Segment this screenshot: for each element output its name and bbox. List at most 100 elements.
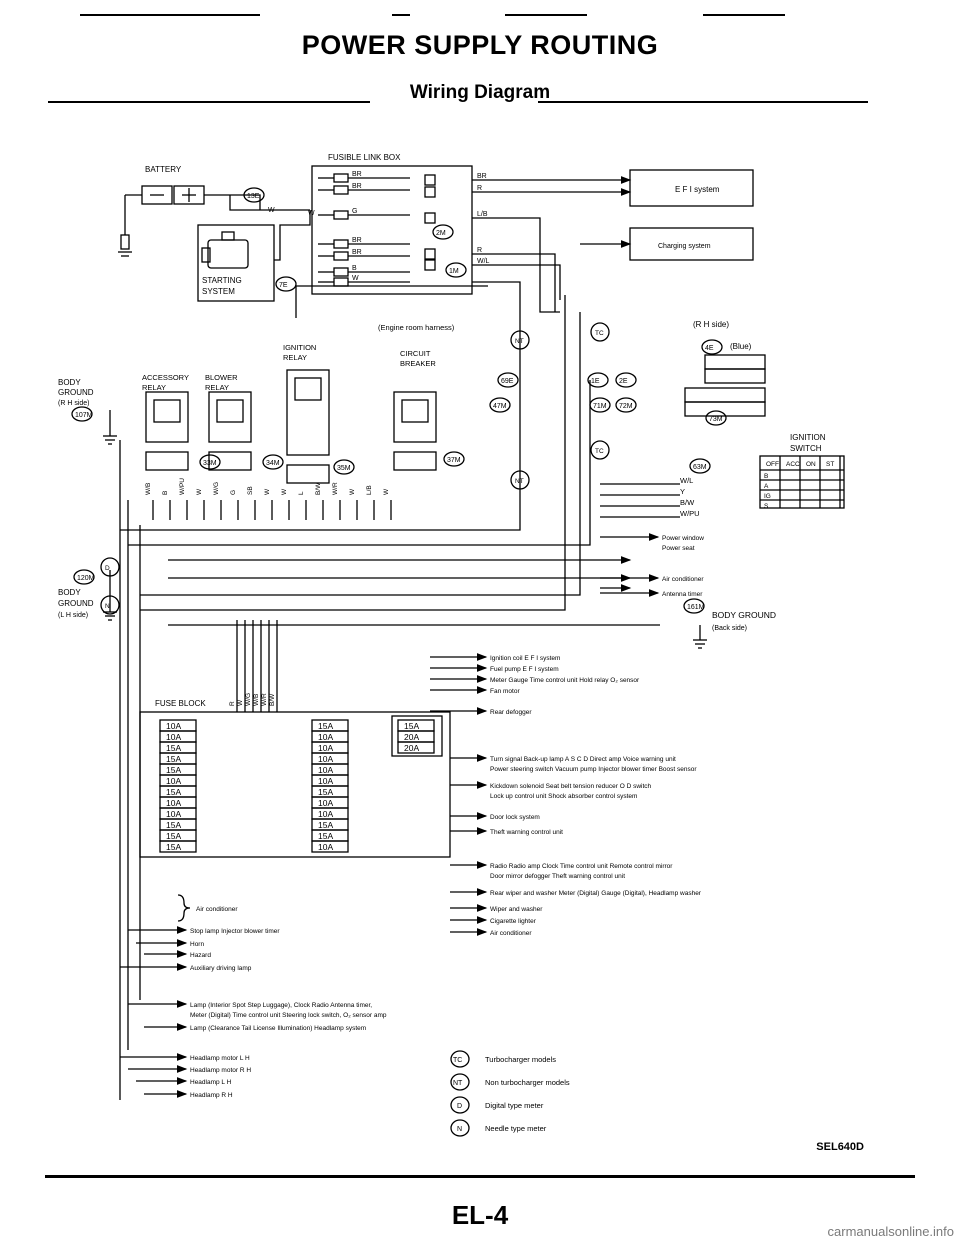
output-label: Radio Radio amp Clock Time control unit … bbox=[490, 863, 673, 870]
relay-label: RELAY bbox=[205, 383, 229, 392]
connector-35M bbox=[333, 459, 355, 475]
relay-box bbox=[208, 391, 252, 443]
switch-terminal-label: IG bbox=[764, 493, 771, 500]
body-ground-rh-label: (R H side) bbox=[58, 400, 90, 407]
fusible-link bbox=[333, 185, 349, 195]
wire-color-label: B/W bbox=[680, 498, 695, 507]
output-label: Headlamp motor L H bbox=[190, 1055, 250, 1062]
wire-color-label: BR bbox=[352, 183, 362, 190]
legend-symbol bbox=[450, 1119, 470, 1137]
efi-system-label: E F I system bbox=[675, 185, 720, 194]
relay-label: CIRCUIT bbox=[400, 349, 431, 358]
wire-color-label: G bbox=[352, 208, 357, 215]
rh-side-label: (R H side) bbox=[693, 320, 729, 329]
connector-label: 47M bbox=[493, 403, 507, 410]
wire-color-label: W/B bbox=[145, 483, 152, 495]
relay-label: BREAKER bbox=[400, 359, 436, 368]
blue-connector-label: (Blue) bbox=[730, 342, 752, 351]
fuse-rating: 10A bbox=[166, 732, 181, 742]
fuse-rating: 15A bbox=[318, 831, 333, 841]
fuse-rating: 15A bbox=[166, 765, 181, 775]
connector-label: 120M bbox=[77, 575, 95, 582]
connector-13E bbox=[243, 187, 265, 203]
legend-label: Turbocharger models bbox=[485, 1055, 556, 1064]
fuse-rating: 15A bbox=[318, 787, 333, 797]
wire-color-label: R bbox=[477, 185, 482, 192]
fuse-rating: 10A bbox=[318, 776, 333, 786]
page-number: EL-4 bbox=[451, 1200, 509, 1230]
output-label: Door lock system bbox=[490, 814, 540, 821]
wire-color-label: W/L bbox=[680, 476, 693, 485]
wire-color-label: B/W bbox=[269, 693, 276, 706]
body-ground-lh-label: BODY bbox=[58, 588, 81, 597]
output-label: Fuel pump E F I system bbox=[490, 666, 559, 673]
efi-system-box bbox=[629, 169, 754, 207]
fuse bbox=[311, 840, 349, 853]
wire-color-label: W/B bbox=[253, 694, 260, 706]
subtitle-rule-left bbox=[48, 101, 370, 103]
connector-2M bbox=[432, 224, 454, 240]
legend-symbol-text: NT bbox=[453, 1080, 463, 1087]
relay-box bbox=[145, 391, 189, 443]
fusible-link bbox=[333, 239, 349, 249]
subtitle-rule-right bbox=[538, 101, 868, 103]
connector-47M bbox=[489, 397, 511, 413]
connector-label: 72M bbox=[619, 403, 633, 410]
wire-color-label: W/PU bbox=[179, 478, 186, 495]
wire-color-label: R bbox=[229, 701, 236, 706]
legend-symbol-text: D bbox=[457, 1103, 462, 1110]
wire-color-label: W bbox=[352, 275, 359, 282]
wire-color-label: BR bbox=[352, 171, 362, 178]
output-label: Lamp (Clearance Tail License Illuminatio… bbox=[190, 1025, 366, 1032]
wire-color-label: W bbox=[237, 699, 244, 706]
output-label: Meter (Digital) Time control unit Steeri… bbox=[190, 1012, 387, 1019]
fuse-rating: 10A bbox=[166, 776, 181, 786]
output-label: Theft warning control unit bbox=[490, 829, 563, 836]
output-label: Stop lamp Injector blower timer bbox=[190, 928, 280, 935]
switch-position-label: OFF bbox=[766, 461, 779, 468]
fuse-rating: 20A bbox=[404, 732, 419, 742]
fuse-rating: 15A bbox=[166, 820, 181, 830]
fuse-rating: 10A bbox=[318, 809, 333, 819]
fusible-link bbox=[333, 267, 349, 277]
connector-label: 35M bbox=[337, 465, 351, 472]
top-rule-2 bbox=[392, 14, 410, 16]
connector-72M bbox=[615, 397, 637, 413]
relay-box bbox=[393, 391, 437, 443]
wire-color-label: L/B bbox=[366, 485, 373, 495]
wire-color-label: W bbox=[268, 207, 275, 214]
meter-tag: TC bbox=[595, 448, 604, 455]
output-label: Headlamp L H bbox=[190, 1079, 232, 1086]
connector-1E bbox=[587, 372, 609, 388]
fuse-rating: 10A bbox=[318, 842, 333, 852]
top-rule-1 bbox=[80, 14, 260, 16]
fuse-rating: 10A bbox=[166, 721, 181, 731]
connector-63M bbox=[689, 458, 711, 474]
charging-system-label: Charging system bbox=[658, 243, 711, 250]
ignition-switch-connectors bbox=[684, 354, 766, 417]
fusible-link bbox=[333, 251, 349, 261]
legend-symbol-text: N bbox=[457, 1126, 462, 1133]
connector-label: 71M bbox=[593, 403, 607, 410]
wire-color-label: BR bbox=[352, 249, 362, 256]
fusible-link bbox=[333, 277, 349, 287]
meter-tag: NT bbox=[515, 478, 524, 485]
wire-color-label: W/PU bbox=[680, 509, 700, 518]
output-label: Lock up control unit Shock absorber cont… bbox=[490, 793, 637, 800]
wire-color-label: W bbox=[349, 488, 356, 495]
body-ground-back-label: BODY GROUND bbox=[712, 610, 776, 620]
starting-system-box bbox=[197, 224, 275, 302]
wire-color-label: W bbox=[264, 488, 271, 495]
top-rule-4 bbox=[703, 14, 785, 16]
switch-terminal-label: A bbox=[764, 483, 769, 490]
meter-tag: D bbox=[105, 565, 110, 572]
connector-161M bbox=[683, 598, 705, 614]
legend-label: Digital type meter bbox=[485, 1101, 544, 1110]
connector-label: 63M bbox=[693, 464, 707, 471]
fuses: 10A10A15A15A15A10A15A10A10A15A15A15A15A1… bbox=[159, 715, 443, 853]
ignition-switch-wires: W/LYB/WW/PU bbox=[600, 476, 700, 518]
starting-system-label: STARTING bbox=[202, 276, 242, 285]
